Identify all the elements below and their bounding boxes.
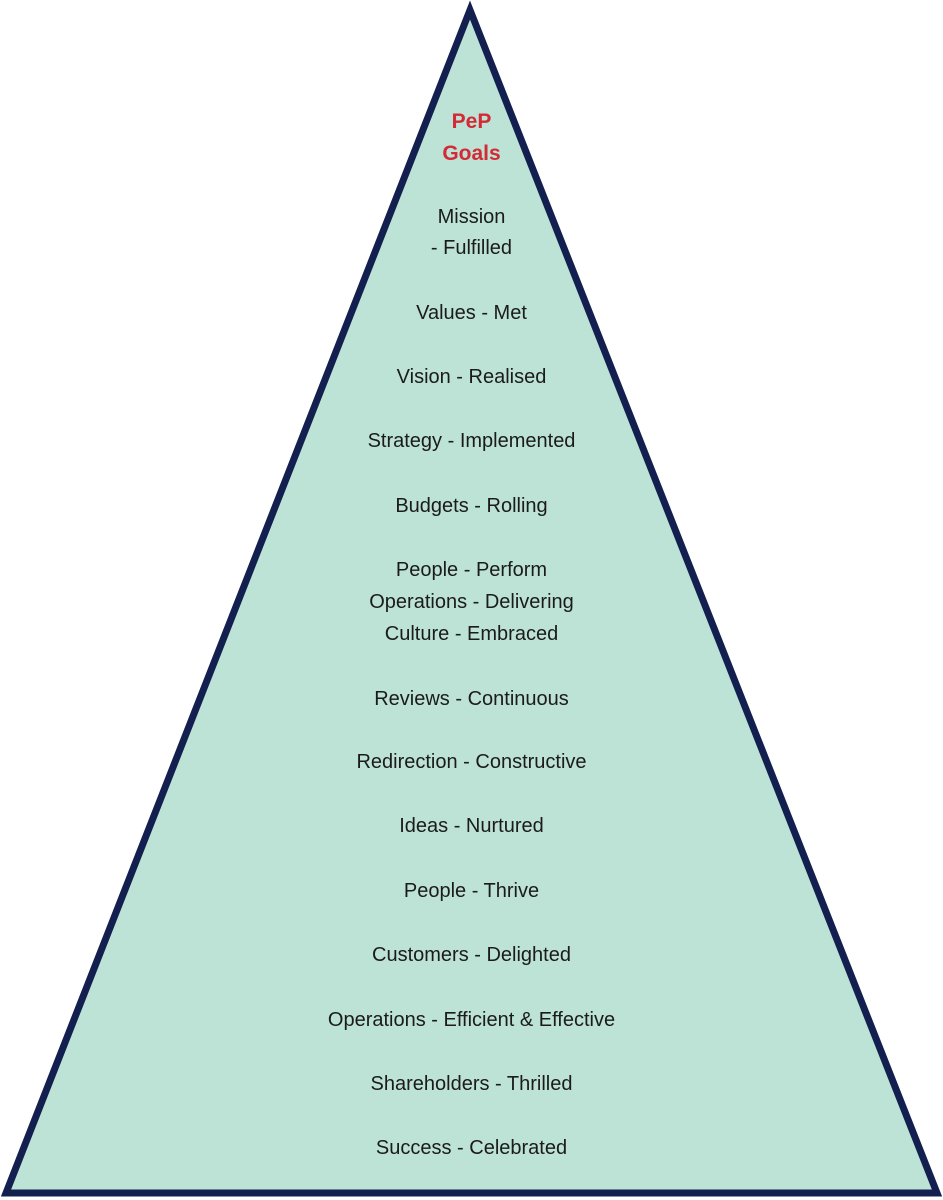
level-strategy: Strategy - Implemented	[367, 430, 576, 452]
level-budgets: Budgets - Rolling	[395, 495, 548, 517]
level-mission-line-2: - Fulfilled	[430, 237, 513, 259]
level-customers: Customers - Delighted	[372, 944, 571, 966]
level-culture-embraced: Culture - Embraced	[384, 623, 559, 645]
level-people-thrive: People - Thrive	[403, 880, 540, 902]
pyramid-title-line-1: PeP	[451, 110, 492, 133]
level-operations-efficient: Operations - Efficient & Effective	[327, 1009, 616, 1031]
level-shareholders: Shareholders - Thrilled	[370, 1073, 573, 1095]
level-vision: Vision - Realised	[396, 366, 547, 388]
level-mission-line-1: Mission	[437, 206, 506, 228]
level-values: Values - Met	[416, 302, 527, 324]
level-redirection: Redirection - Constructive	[356, 751, 587, 773]
pyramid-title-line-2: Goals	[442, 142, 501, 165]
level-ideas: Ideas - Nurtured	[399, 815, 544, 837]
level-operations-delivering: Operations - Delivering	[369, 591, 574, 613]
level-people-perform: People - Perform	[395, 559, 548, 581]
level-reviews: Reviews - Continuous	[374, 688, 569, 710]
level-success: Success - Celebrated	[375, 1137, 568, 1159]
